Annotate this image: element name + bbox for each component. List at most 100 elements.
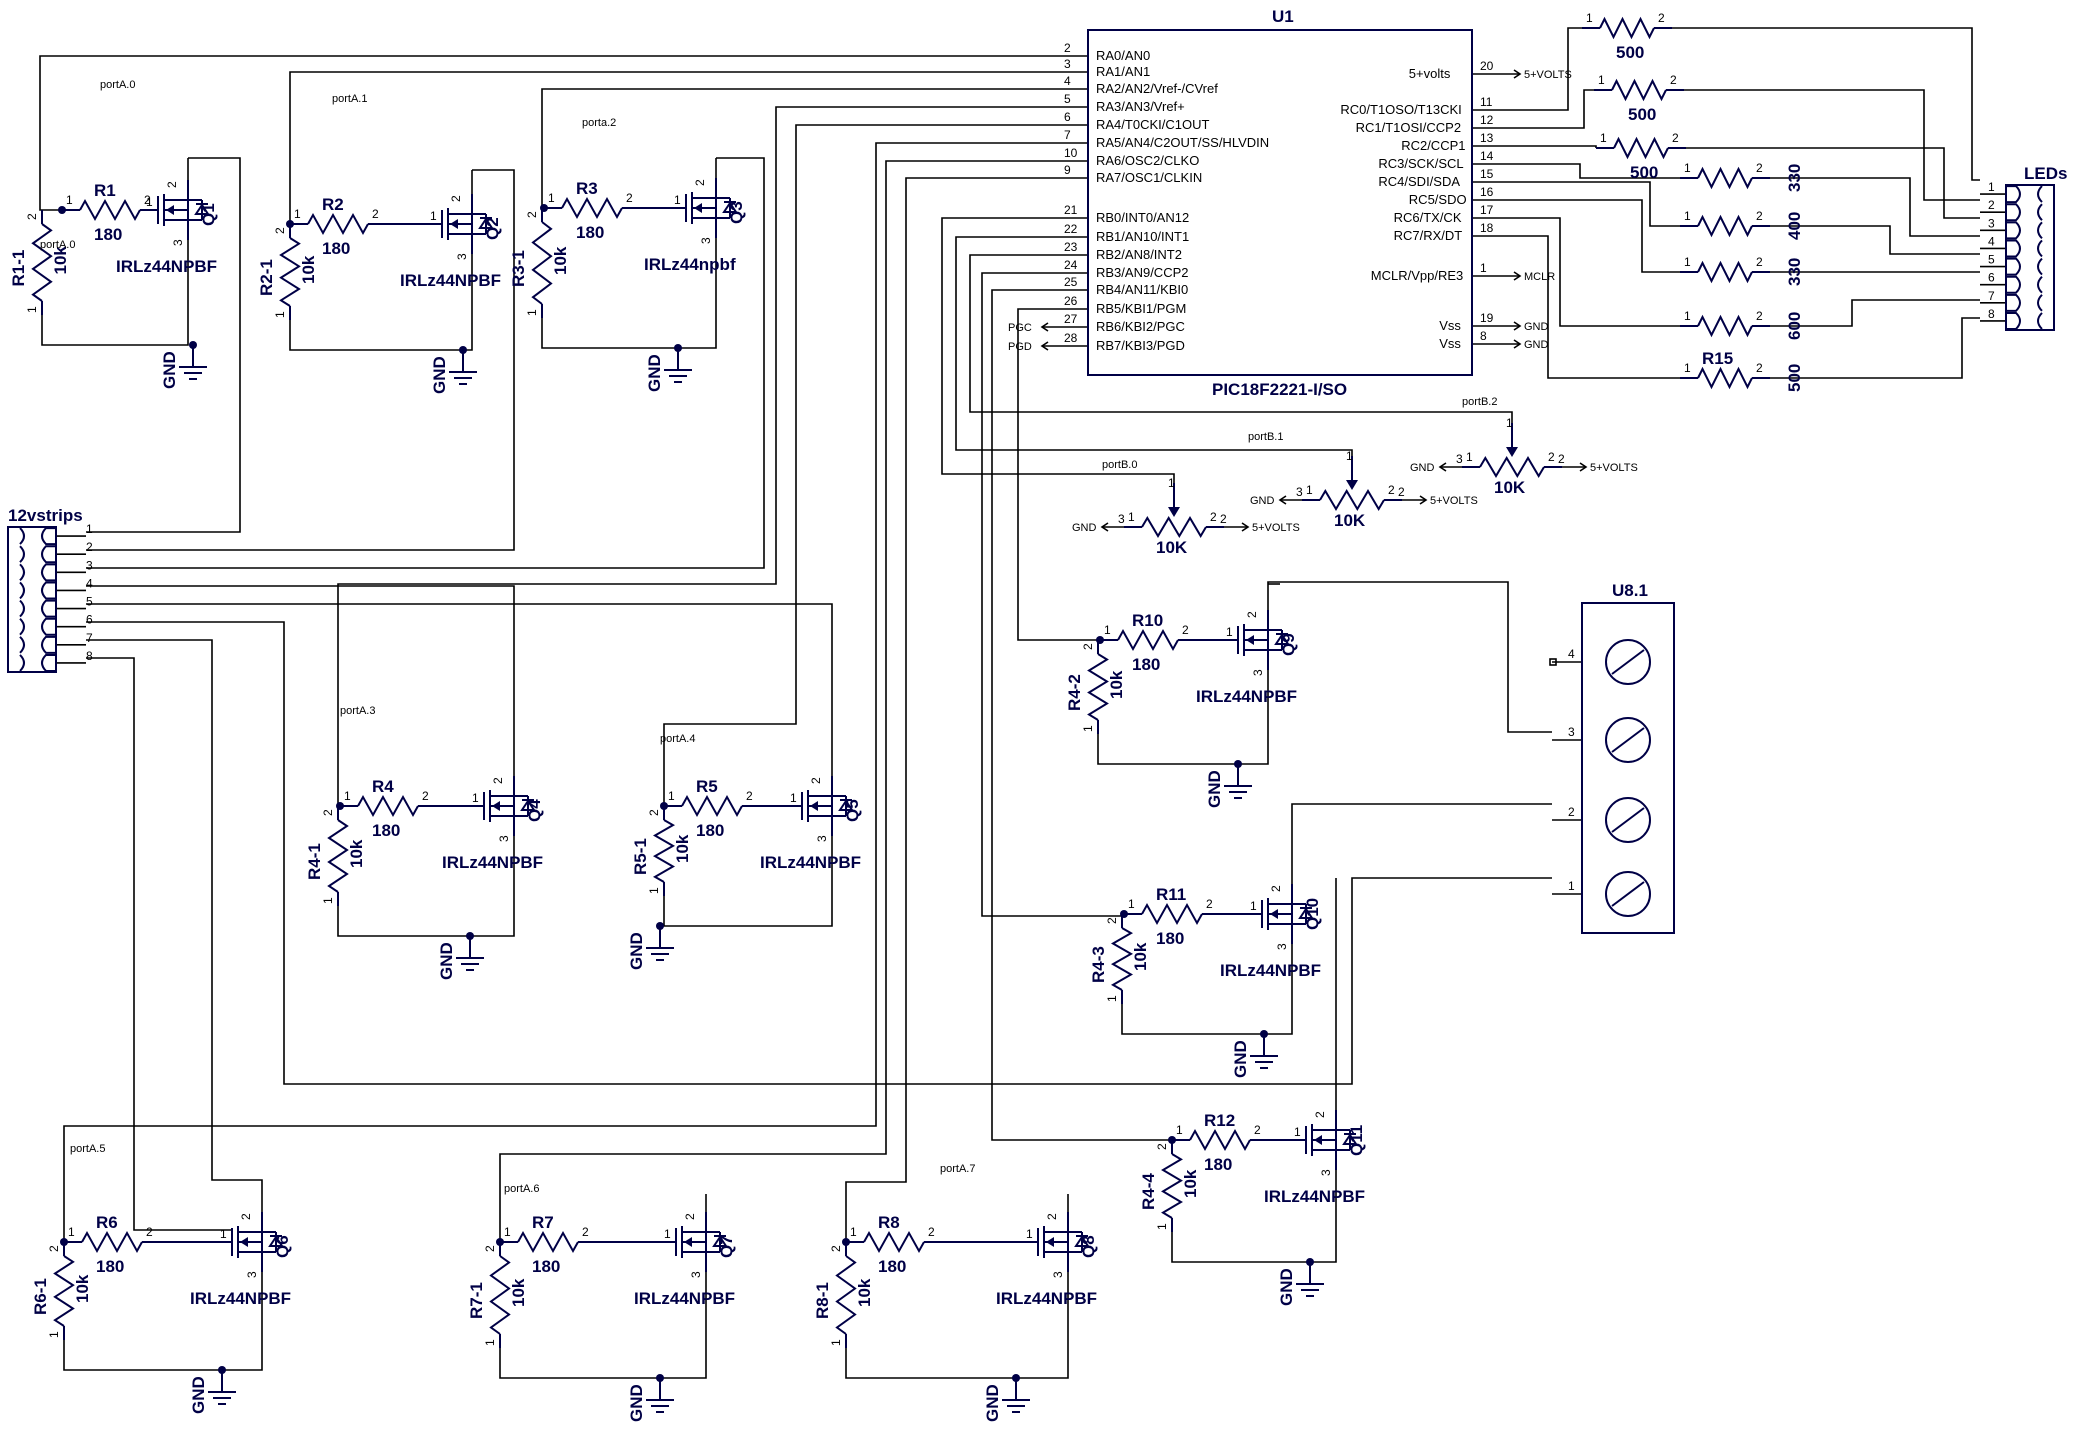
pin-number: 2 bbox=[372, 207, 379, 221]
pot-value: 10K bbox=[1156, 538, 1188, 557]
pin-number: 2 bbox=[746, 789, 753, 803]
wire bbox=[86, 603, 833, 758]
pin-number: 1 bbox=[1598, 73, 1605, 87]
pulldown-value: 10k bbox=[73, 1274, 92, 1303]
gnd-label: GND bbox=[645, 354, 664, 392]
pin-number: 8 bbox=[1480, 329, 1487, 343]
connector-contact bbox=[2037, 185, 2043, 203]
pin-number: 1 bbox=[430, 209, 437, 223]
connector-contact bbox=[2006, 257, 2021, 276]
diode-symbol bbox=[712, 1235, 728, 1247]
wire bbox=[1171, 1170, 1337, 1263]
u8-wiper bbox=[1611, 807, 1645, 833]
pin-number: 1 bbox=[1306, 483, 1313, 497]
connector-contact bbox=[19, 636, 25, 654]
wire bbox=[1770, 299, 1980, 327]
wire bbox=[86, 639, 263, 1194]
pin-number: 3 bbox=[1456, 452, 1463, 466]
pin-number: 23 bbox=[1064, 240, 1078, 254]
wire bbox=[1502, 181, 1680, 227]
body-arrow bbox=[1046, 1237, 1054, 1247]
gnd-label: GND bbox=[430, 356, 449, 394]
wire bbox=[1479, 456, 1545, 478]
wire bbox=[86, 585, 515, 758]
pin-number: 10 bbox=[1064, 146, 1078, 160]
net-arrow-head bbox=[1513, 271, 1522, 281]
u8-element bbox=[1605, 871, 1651, 917]
pin-number: 3 bbox=[497, 835, 511, 842]
pulldown-name: R4-2 bbox=[1065, 674, 1084, 711]
pot-value: 10K bbox=[1334, 511, 1366, 530]
connector-contact bbox=[2006, 203, 2021, 222]
gnd-label: GND bbox=[627, 1384, 646, 1422]
pin-number: 4 bbox=[86, 576, 93, 590]
ic-refdes: U1 bbox=[1272, 7, 1294, 26]
pin-number: 2 bbox=[626, 191, 633, 205]
resistor-name: R11 bbox=[1156, 885, 1186, 904]
wire bbox=[941, 217, 1175, 483]
pin-number: 2 bbox=[683, 1213, 697, 1220]
wire bbox=[41, 240, 189, 346]
mosfet-name: Q6 bbox=[273, 1235, 292, 1258]
net-label: MCLR bbox=[1524, 271, 1555, 283]
pin-number: 3 bbox=[1319, 1169, 1333, 1176]
mosfet-part: IRLz44NPBF bbox=[760, 853, 861, 872]
net-label: 5+VOLTS bbox=[1252, 522, 1300, 534]
resistor-name: R8 bbox=[878, 1213, 900, 1232]
pin-number: 1 bbox=[1128, 510, 1135, 524]
connector-contact bbox=[2006, 221, 2021, 240]
pulldown-name: R4-4 bbox=[1139, 1173, 1158, 1210]
resistor-name: R15 bbox=[1702, 349, 1733, 368]
pulldown-name: R4-3 bbox=[1089, 946, 1108, 983]
pin-number: 2 bbox=[1269, 885, 1283, 892]
wire bbox=[1697, 214, 1753, 238]
resistor-value: 180 bbox=[1132, 655, 1160, 674]
wire bbox=[289, 254, 473, 351]
pin-number: 1 bbox=[1250, 899, 1257, 913]
wire bbox=[1141, 516, 1207, 538]
net-label: portA.3 bbox=[340, 705, 375, 717]
pin-number: 19 bbox=[1480, 311, 1494, 325]
pulldown-value: 10k bbox=[509, 1278, 528, 1307]
body-arrow bbox=[1246, 635, 1254, 645]
net-arrow-head bbox=[1579, 462, 1588, 472]
pin-number: 2 bbox=[1155, 1143, 1169, 1150]
pin-number: 1 bbox=[525, 309, 539, 316]
mosfet-name: Q7 bbox=[717, 1235, 736, 1258]
pin-number: 22 bbox=[1064, 222, 1078, 236]
gnd-label: GND bbox=[627, 932, 646, 970]
pin-number: 3 bbox=[171, 239, 185, 246]
resistor-value: 180 bbox=[322, 239, 350, 258]
pin-number: 7 bbox=[86, 631, 93, 645]
pin-name: Vss bbox=[1439, 318, 1461, 333]
resistor-name: R6 bbox=[96, 1213, 118, 1232]
net-label: portA.0 bbox=[100, 79, 135, 91]
connector-contact bbox=[41, 653, 56, 672]
wire bbox=[1502, 235, 1680, 379]
net-label: GND bbox=[1250, 495, 1275, 507]
body-arrow bbox=[1314, 1135, 1322, 1145]
net-arrow-head bbox=[1241, 522, 1250, 532]
pin-number: 24 bbox=[1064, 258, 1078, 272]
resistor-value: 180 bbox=[372, 821, 400, 840]
pulldown-value: 10k bbox=[855, 1278, 874, 1307]
body-arrow bbox=[166, 205, 174, 215]
wire bbox=[652, 819, 676, 883]
pot-arrow bbox=[1168, 507, 1180, 517]
pin-number: 2 bbox=[1182, 623, 1189, 637]
diode-symbol bbox=[520, 799, 536, 811]
pulldown-name: R4-1 bbox=[305, 843, 324, 880]
pin-number: 1 bbox=[850, 1225, 857, 1239]
gnd-label: GND bbox=[189, 1376, 208, 1414]
net-label: portA.6 bbox=[504, 1183, 539, 1195]
pin-number: 1 bbox=[25, 306, 39, 313]
pin-name: RA0/AN0 bbox=[1096, 48, 1150, 63]
pin-number: 2 bbox=[47, 1245, 61, 1252]
pin-number: 26 bbox=[1064, 294, 1078, 308]
pin-number: 2 bbox=[422, 789, 429, 803]
pin-number: 2 bbox=[928, 1225, 935, 1239]
wire bbox=[663, 124, 1060, 806]
resistor-value: 500 bbox=[1616, 43, 1644, 62]
pin-name: RC1/T1OSI/CCP2 bbox=[1356, 120, 1461, 135]
